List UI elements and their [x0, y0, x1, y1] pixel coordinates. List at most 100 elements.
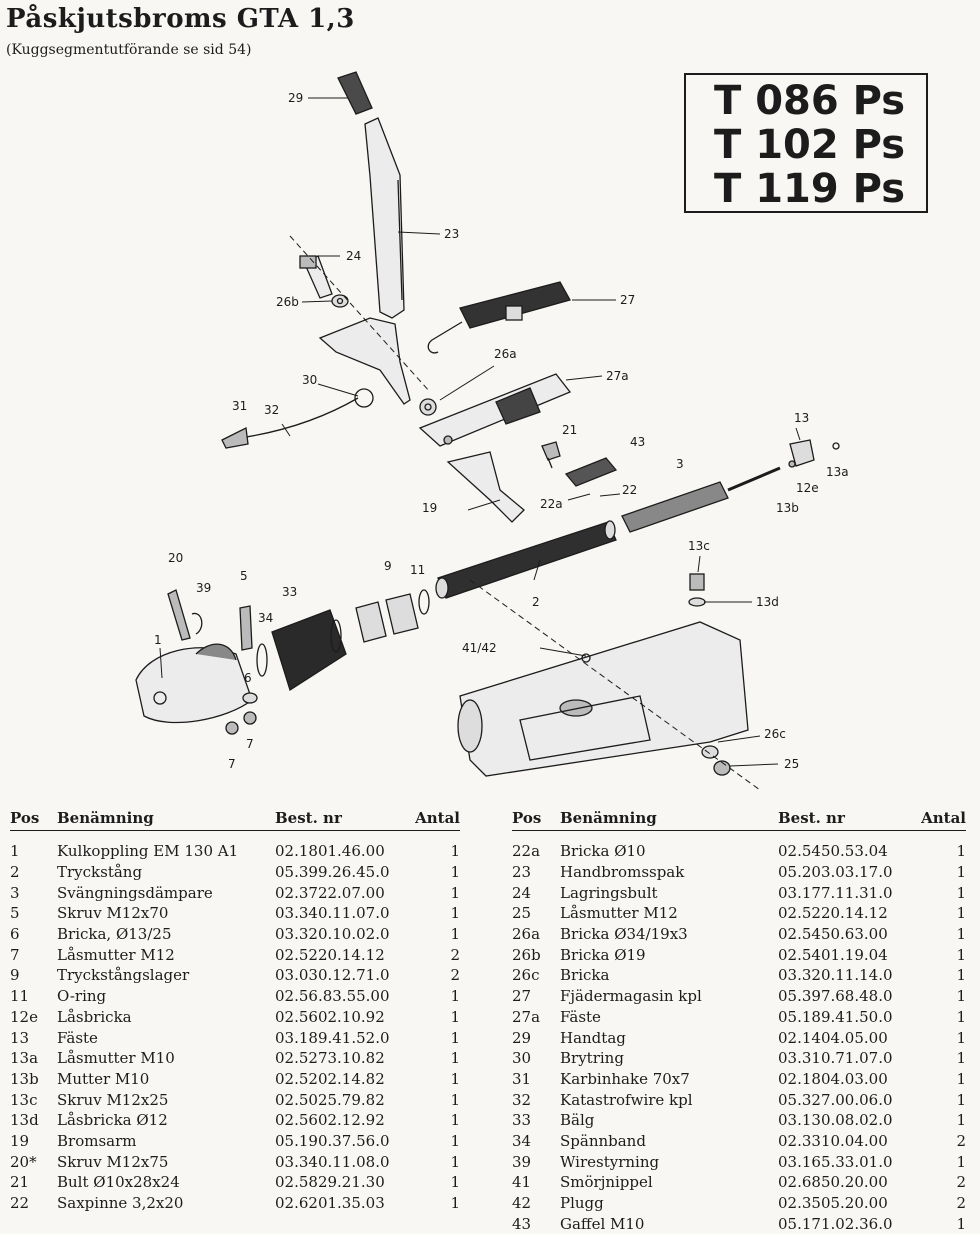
hand-brake-lever-part: [318, 117, 411, 405]
cell-pos: 2: [10, 863, 20, 882]
callout-label: 26c: [764, 727, 786, 741]
column-header: Best. nr: [778, 806, 918, 831]
handle-grip-part: [337, 71, 373, 115]
cell-partno: 05.190.37.56.0: [275, 1131, 390, 1150]
screw-20-part: [167, 589, 191, 641]
callout-label: 22: [622, 483, 637, 497]
callout-label: 26b: [276, 295, 299, 309]
cell-name: Handtag: [560, 1028, 626, 1047]
callout-label: 13c: [688, 539, 710, 553]
cell-pos: 33: [512, 1111, 532, 1130]
cell-qty: 1: [956, 1028, 966, 1047]
spring-cartridge-part: [427, 281, 571, 354]
clevis-fork-part: [564, 457, 618, 487]
cell-partno: 02.6850.20.00: [778, 1173, 888, 1192]
cell-partno: 03.340.11.08.0: [275, 1152, 390, 1171]
cell-name: Fjädermagasin kpl: [560, 987, 702, 1006]
column-header: Pos: [512, 806, 560, 831]
cell-partno: 02.5602.12.92: [275, 1111, 385, 1130]
cell-pos: 31: [512, 1069, 532, 1088]
callout-label: 2: [532, 595, 540, 609]
cell-pos: 23: [512, 863, 532, 882]
callout-label: 43: [630, 435, 645, 449]
cell-name: Katastrofwire kpl: [560, 1090, 693, 1109]
cell-pos: 22a: [512, 842, 541, 861]
cell-qty: 1: [450, 925, 460, 944]
cell-partno: 02.6201.35.03: [275, 1194, 385, 1213]
cell-qty: 1: [956, 904, 966, 923]
wire-guide-part: [191, 612, 203, 635]
cell-partno: 05.189.41.50.0: [778, 1007, 893, 1026]
callout-label: 7: [246, 737, 254, 751]
cell-pos: 13b: [10, 1069, 39, 1088]
callout-label: 3: [676, 457, 684, 471]
cell-name: Svängningsdämpare: [57, 883, 213, 902]
callout-label: 19: [422, 501, 437, 515]
callout-label: 13a: [826, 465, 849, 479]
cell-partno: 02.1801.46.00: [275, 842, 385, 861]
cell-partno: 02.5273.10.82: [275, 1049, 385, 1068]
cell-name: Plugg: [560, 1194, 604, 1213]
callout-label: 30: [302, 373, 317, 387]
cell-pos: 24: [512, 883, 532, 902]
cell-pos: 13d: [10, 1111, 39, 1130]
callout-label: 7: [228, 757, 236, 771]
cell-pos: 19: [10, 1131, 30, 1150]
cell-name: Fäste: [560, 1007, 601, 1026]
column-header: Pos: [10, 806, 57, 831]
cell-name: Mutter M10: [57, 1069, 150, 1088]
callout-label: 11: [410, 563, 425, 577]
cell-pos: 13: [10, 1028, 30, 1047]
cell-name: Karbinhake 70x7: [560, 1069, 690, 1088]
washer-26a-part: [419, 398, 437, 416]
callout-label: 25: [784, 757, 799, 771]
cell-qty: 1: [956, 945, 966, 964]
column-header: Benämning: [560, 806, 778, 831]
o-ring-part: [418, 589, 430, 615]
cell-qty: 1: [450, 1194, 460, 1213]
cell-qty: 2: [450, 966, 460, 985]
cell-qty: 1: [450, 1152, 460, 1171]
cell-partno: 02.5602.10.92: [275, 1007, 385, 1026]
cell-qty: 1: [450, 1069, 460, 1088]
exploded-view-diagram: 29 23 24 26b 27 26a 27a 30 31 32 13 13a …: [135, 71, 849, 791]
callout-label: 23: [444, 227, 459, 241]
cell-qty: 1: [956, 842, 966, 861]
cell-name: Gaffel M10: [560, 1214, 645, 1233]
cell-partno: 03.320.11.14.0: [778, 966, 893, 985]
cell-qty: 1: [956, 966, 966, 985]
screw-5-part: [239, 605, 253, 651]
callout-label: 26a: [494, 347, 517, 361]
brake-arm-part: [446, 451, 525, 523]
cell-partno: 03.189.41.52.0: [275, 1028, 390, 1047]
cell-partno: 03.320.10.02.0: [275, 925, 390, 944]
cell-partno: 03.310.71.07.0: [778, 1049, 893, 1068]
cell-qty: 1: [450, 842, 460, 861]
cell-partno: 03.030.12.71.0: [275, 966, 390, 985]
callout-label: 12e: [796, 481, 819, 495]
callout-label: 39: [196, 581, 211, 595]
callout-label: 13d: [756, 595, 779, 609]
page-subtitle: (Kuggsegmentutförande se sid 54): [6, 42, 252, 58]
model-code: T 102 Ps: [714, 122, 906, 168]
cell-name: Låsmutter M12: [560, 904, 678, 923]
page-title: Påskjutsbroms GTA 1,3: [6, 4, 355, 34]
cell-name: Lagringsbult: [560, 883, 658, 902]
callout-label: 29: [288, 91, 303, 105]
cell-qty: 1: [956, 1069, 966, 1088]
cell-name: Bricka: [560, 966, 610, 985]
cell-pos: 20*: [10, 1152, 37, 1171]
column-header: Best. nr: [275, 806, 412, 831]
